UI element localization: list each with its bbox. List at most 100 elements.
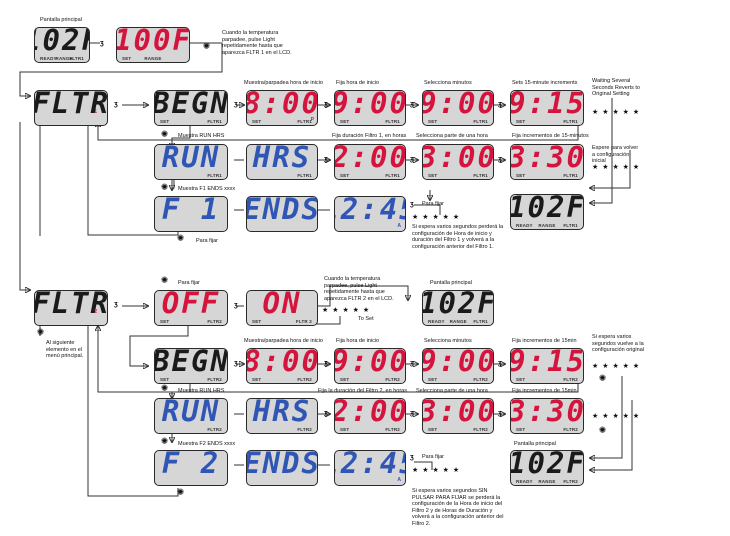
- stars-1: ★ ★ ★ ★ ★: [592, 109, 641, 116]
- sun-button-icon[interactable]: ✺: [176, 233, 185, 243]
- sun-button-icon[interactable]: ✺: [176, 487, 185, 497]
- label-select-minutes-1: Selecciona minutos: [424, 80, 472, 86]
- finger-press-icon: ʒ: [114, 101, 118, 108]
- label-select-minutes-2: Selecciona minutos: [424, 338, 472, 344]
- finger-press-icon: ʒ: [324, 156, 328, 163]
- lcd-ends-2[interactable]: ENDS: [246, 450, 318, 486]
- lcd-main-temp-1[interactable]: 102F READY RANGE FLTR1: [34, 27, 90, 63]
- label-to-set-3: Para fijar: [422, 454, 445, 460]
- finger-press-icon: ʒ: [410, 156, 414, 163]
- finger-press-icon: ʒ: [234, 101, 238, 108]
- label-show-start-2: Muestra/parpadea hora de inicio: [244, 338, 323, 344]
- label-set-duration-2: Fija la duración del Filtro 2, en horas: [318, 388, 407, 394]
- finger-press-icon: ʒ: [100, 40, 104, 47]
- lcd-ends-time-2[interactable]: 12:45 A: [334, 450, 406, 486]
- lcd-main-temp-2[interactable]: 102F READY RANGE FLTR1: [422, 290, 494, 326]
- lcd-main-temp-end-1[interactable]: 102F READY RANGE FLTR1: [510, 194, 584, 230]
- lcd-main-temp-end-2[interactable]: 102F READY RANGE FLTR2: [510, 450, 584, 486]
- lcd-ends-1[interactable]: ENDS: [246, 196, 318, 232]
- sun-button-icon[interactable]: ✺: [598, 425, 607, 435]
- finger-press-icon: ʒ: [234, 360, 238, 367]
- label-to-set-1: Para fijar: [422, 201, 445, 207]
- sun-button-icon[interactable]: ✺: [202, 41, 211, 51]
- sun-button-icon[interactable]: ✺: [160, 383, 169, 393]
- sun-button-icon[interactable]: ✺: [160, 436, 169, 446]
- lcd-run-2[interactable]: RUN FLTR2: [154, 398, 228, 434]
- lcd-hrs-1[interactable]: HRS FLTR1: [246, 144, 318, 180]
- lcd-hrs-2[interactable]: HRS FLTR2: [246, 398, 318, 434]
- lcd-off-2[interactable]: OFF SET FLTR2: [154, 290, 228, 326]
- label-to-set-en-2: To Set: [358, 316, 374, 322]
- lcd-ends-time-1[interactable]: 12:45 A: [334, 196, 406, 232]
- label-show-ends-2: Muestra F2 ENDS xxxx: [178, 441, 236, 447]
- sun-button-icon[interactable]: ✺: [160, 182, 169, 192]
- label-to-set-2: Para fijar: [178, 280, 201, 286]
- label-hour-part-1: Selecciona parte de una hora: [416, 133, 488, 139]
- finger-press-icon: ʒ: [498, 410, 502, 417]
- sun-button-icon[interactable]: ✺: [598, 373, 607, 383]
- label-set-start-1: Fija hora de inicio: [336, 80, 380, 86]
- lcd-run-1[interactable]: RUN FLTR1: [154, 144, 228, 180]
- label-to-set-left-1: Para fijar: [196, 238, 219, 244]
- lcd-start-hour-2[interactable]: 8:00 SET FLTR2: [246, 348, 318, 384]
- lcd-begin-2[interactable]: BEGN SET FLTR2: [154, 348, 228, 384]
- label-15min-dur-1: Fija incrementos de 15-minutos: [512, 133, 589, 139]
- finger-press-icon: ʒ: [498, 101, 502, 108]
- label-main-screen-1: Pantalla principal: [40, 17, 82, 23]
- label-main-screen-2: Pantalla principal: [430, 280, 472, 286]
- note-next-item: Al siguiente elemento en el menú princip…: [46, 340, 84, 359]
- note-waiting-1: Waiting Several Seconds Reverts to Origi…: [592, 78, 640, 98]
- stars-3: ★ ★ ★ ★ ★: [412, 214, 461, 221]
- note-set-temp-1: Cuando la temperatura parpadee, pulse Li…: [222, 30, 292, 56]
- lcd-f2-2[interactable]: F 2: [154, 450, 228, 486]
- sun-button-icon[interactable]: ✺: [36, 327, 45, 337]
- lcd-start-hour-1[interactable]: 8:00 SET FLTR1 P: [246, 90, 318, 126]
- lcd-set-hour-2[interactable]: 9:00 SET FLTR2: [334, 348, 406, 384]
- sun-button-icon[interactable]: ✺: [160, 275, 169, 285]
- label-main-screen-3: Pantalla principal: [514, 441, 556, 447]
- label-show-start-1: Muestra/parpadea hora de inicio: [244, 80, 323, 86]
- finger-press-icon: ʒ: [410, 454, 414, 461]
- label-15min-dur-2: Fija incrementos de 15min: [512, 388, 577, 394]
- label-15min-inc-1: Sets 15-minute increments: [512, 80, 578, 86]
- note-wait-back-1: Espere para volver a configuración inici…: [592, 145, 639, 165]
- note-wait-lose-2: Si espera varios segundos SIN PULSAR PAR…: [412, 488, 504, 527]
- lcd-dur-hours-1[interactable]: 2:00 SET FLTR1: [334, 144, 406, 180]
- lcd-min-inc-2[interactable]: 9:15 SET FLTR2: [510, 348, 584, 384]
- finger-press-icon: ʒ: [324, 410, 328, 417]
- label-hour-part-2: Selecciona parte de una hora: [416, 388, 488, 394]
- note-wait-back-2: Si espera varios segundos vuelve a la co…: [592, 334, 644, 354]
- lcd-dur-inc-2[interactable]: 3:30 SET FLTR2: [510, 398, 584, 434]
- lcd-dur-part-1[interactable]: 3:00 SET FLTR1: [422, 144, 494, 180]
- sun-button-icon[interactable]: ✺: [160, 129, 169, 139]
- lcd-begin-1[interactable]: BEGN SET FLTR1: [154, 90, 228, 126]
- lcd-set-temp-1[interactable]: 100F SET RANGE: [116, 27, 190, 63]
- finger-press-icon: ʒ: [234, 302, 238, 309]
- lcd-dur-part-2[interactable]: 3:00 SET FLTR2: [422, 398, 494, 434]
- stars-2: ★ ★ ★ ★ ★: [592, 164, 641, 171]
- label-show-run-2: Muestra RUN HRS: [178, 388, 225, 394]
- stars-4: ★ ★ ★ ★ ★: [322, 307, 371, 314]
- stars-5: ★ ★ ★ ★ ★: [592, 363, 641, 370]
- lcd-fltr-2[interactable]: FLTR 2: [34, 290, 108, 326]
- lcd-fltr-1[interactable]: FLTR 1: [34, 90, 108, 126]
- finger-press-icon: ʒ: [498, 156, 502, 163]
- lcd-dur-inc-1[interactable]: 3:30 SET FLTR1: [510, 144, 584, 180]
- stars-6: ★ ★ ★ ★ ★: [592, 413, 641, 420]
- lcd-dur-hours-2[interactable]: 2:00 SET FLTR2: [334, 398, 406, 434]
- lcd-set-min-2[interactable]: 9:00 SET FLTR2: [422, 348, 494, 384]
- finger-press-icon: ʒ: [410, 201, 414, 208]
- lcd-min-inc-1[interactable]: 9:15 SET FLTR1: [510, 90, 584, 126]
- note-wait-lose-1: Si espera varios segundos perderá la con…: [412, 224, 504, 250]
- label-set-duration-1: Fija duración Filtro 1, en horas: [332, 133, 407, 139]
- lcd-set-hour-1[interactable]: 9:00 SET FLTR1: [334, 90, 406, 126]
- finger-press-icon: ʒ: [324, 101, 328, 108]
- label-15min-inc-2: Fija incrementos de 15min: [512, 338, 577, 344]
- finger-press-icon: ʒ: [410, 101, 414, 108]
- finger-press-icon: ʒ: [410, 360, 414, 367]
- stars-7: ★ ★ ★ ★ ★: [412, 467, 461, 474]
- lcd-on-2[interactable]: ON SET FLTR 2: [246, 290, 318, 326]
- lcd-f1-1[interactable]: F 1: [154, 196, 228, 232]
- lcd-set-min-1[interactable]: 9:00 SET FLTR1: [422, 90, 494, 126]
